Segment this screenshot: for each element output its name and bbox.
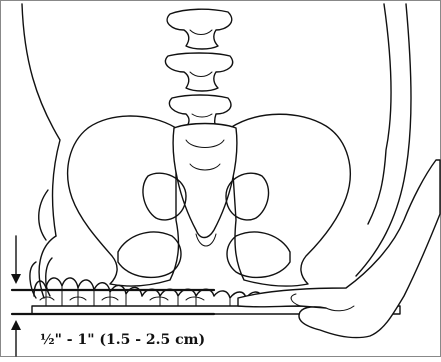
measurement-label: ½" - 1" (1.5 - 2.5 cm) bbox=[40, 332, 205, 348]
pelvis bbox=[68, 114, 351, 286]
arrow-down-icon bbox=[11, 236, 21, 284]
arrow-up-icon bbox=[11, 320, 21, 356]
lumbar-spine bbox=[165, 9, 232, 131]
